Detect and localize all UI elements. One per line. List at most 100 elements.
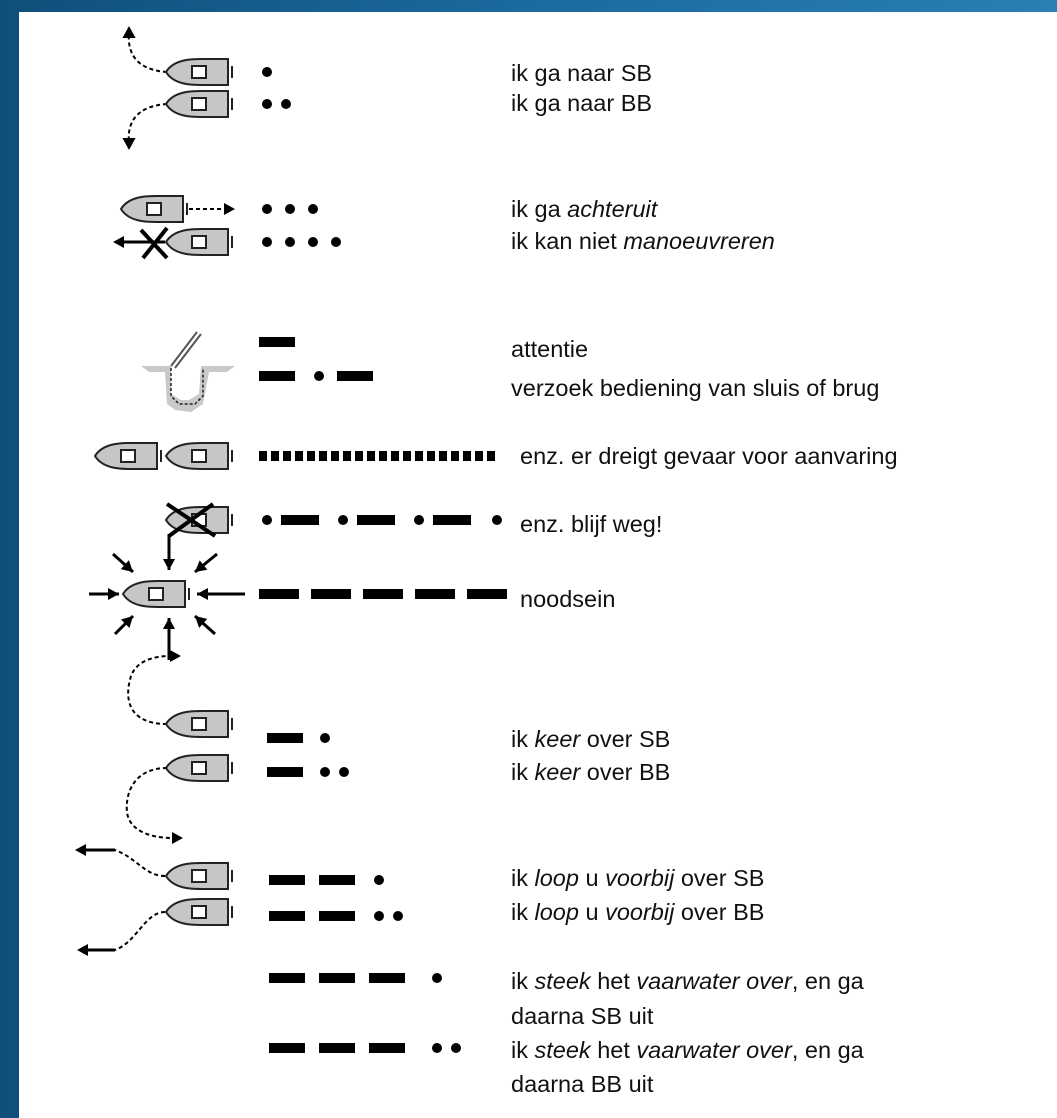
label-segment: vaarwater over [636, 1037, 792, 1063]
long-blast-dash [259, 337, 295, 347]
short-blast-dot [283, 451, 291, 461]
boat-icon [164, 898, 233, 926]
long-blast-dash [337, 371, 373, 381]
long-blast-dash [319, 911, 355, 921]
boat-icon [164, 90, 233, 118]
label-steek-bb-2: daarna BB uit [511, 1070, 653, 1098]
label-verzoek: verzoek bediening van sluis of brug [511, 374, 879, 402]
arrow-head-icon [122, 138, 136, 150]
label-bb: ik ga naar BB [511, 89, 652, 117]
long-blast-dash [269, 875, 305, 885]
short-blast-dot [308, 237, 318, 247]
label-segment: daarna SB uit [511, 1003, 654, 1029]
cross-icon [141, 226, 169, 260]
boat-icon [164, 862, 233, 890]
short-blast-dot [432, 1043, 442, 1053]
label-segment: vaarwater over [636, 968, 792, 994]
label-segment: loop [534, 865, 579, 891]
arrow-head-icon [197, 587, 208, 601]
short-blast-dot [415, 451, 423, 461]
signal-sheet: ik ga naar SB ik ga naar BB ik ga achter… [19, 12, 1057, 1118]
label-manoeuvreren: ik kan niet manoeuvreren [511, 227, 775, 255]
long-blast-dash [363, 589, 403, 599]
long-blast-dash [319, 875, 355, 885]
label-segment: manoeuvreren [623, 228, 775, 254]
long-blast-dash [433, 515, 471, 525]
label-loop-sb: ik loop u voorbij over SB [511, 864, 764, 892]
label-segment: daarna BB uit [511, 1071, 654, 1097]
boat-cabin [191, 449, 207, 463]
label-segment: verzoek bediening van sluis of brug [511, 375, 880, 401]
long-blast-dash [319, 973, 355, 983]
label-segment: over BB [674, 899, 765, 925]
boat-icon [164, 710, 233, 738]
long-blast-dash [311, 589, 351, 599]
label-keer-bb: ik keer over BB [511, 758, 670, 786]
label-segment: over SB [580, 726, 671, 752]
label-segment: het [590, 968, 637, 994]
arrow-head-icon [162, 559, 176, 570]
boat-icon [164, 228, 233, 256]
label-segment: keer [534, 726, 581, 752]
arrow-head-icon [224, 202, 235, 216]
short-blast-dot [487, 451, 495, 461]
long-blast-dash [357, 515, 395, 525]
boat-cabin [191, 97, 207, 111]
cross-icon [167, 502, 215, 538]
label-steek-sb-2: daarna SB uit [511, 1002, 653, 1030]
short-blast-dot [439, 451, 447, 461]
short-blast-dot [262, 99, 272, 109]
label-segment: noodsein [520, 586, 616, 612]
label-attentie: attentie [511, 335, 588, 363]
label-steek-sb-1: ik steek het vaarwater over, en ga [511, 967, 864, 995]
short-blast-dot [295, 451, 303, 461]
label-segment: achteruit [567, 196, 658, 222]
short-blast-dot [338, 515, 348, 525]
boat-cabin [191, 761, 207, 775]
label-segment: over BB [580, 759, 671, 785]
long-blast-dash [281, 515, 319, 525]
label-segment: ik [511, 1037, 535, 1063]
short-blast-dot [314, 371, 324, 381]
arrow-head-icon [120, 560, 133, 572]
short-blast-dot [308, 204, 318, 214]
label-segment: ik [511, 759, 535, 785]
short-blast-dot [262, 237, 272, 247]
label-segment: ik ga naar BB [511, 90, 653, 116]
label-segment: ik [511, 726, 535, 752]
turn-curve-bb [125, 767, 174, 839]
label-segment: voorbij [605, 899, 675, 925]
boat-cabin [148, 587, 164, 601]
boat-icon [93, 442, 162, 470]
short-blast-dot [285, 204, 295, 214]
boat-icon [164, 58, 233, 86]
label-steek-bb-1: ik steek het vaarwater over, en ga [511, 1036, 864, 1064]
long-blast-dash [259, 371, 295, 381]
label-segment: , en ga [791, 1037, 864, 1063]
label-blijfweg: enz. blijf weg! [520, 510, 662, 538]
short-blast-dot [391, 451, 399, 461]
label-segment: attentie [511, 336, 589, 362]
short-blast-dot [403, 451, 411, 461]
label-gevaar: enz. er dreigt gevaar voor aanvaring [520, 442, 898, 470]
boat-cabin [191, 869, 207, 883]
lock-basin-icon [141, 366, 235, 412]
boat-cabin [146, 202, 162, 216]
short-blast-dot [262, 204, 272, 214]
arrow-head-icon [170, 649, 181, 663]
arrow-head-icon [77, 943, 88, 957]
short-blast-dot [451, 451, 459, 461]
label-loop-bb: ik loop u voorbij over BB [511, 898, 764, 926]
boat-cabin [120, 449, 136, 463]
short-blast-dot [374, 911, 384, 921]
label-segment: steek [534, 1037, 591, 1063]
boat-cabin [191, 235, 207, 249]
lock-wall-line [170, 368, 204, 405]
label-segment: ik ga [511, 196, 568, 222]
boat-cabin [191, 905, 207, 919]
label-segment: ik [511, 865, 535, 891]
overtake-curve-sb [114, 849, 166, 877]
label-keer-sb: ik keer over SB [511, 725, 670, 753]
short-blast-dot [281, 99, 291, 109]
course-curve-bb [127, 103, 168, 143]
